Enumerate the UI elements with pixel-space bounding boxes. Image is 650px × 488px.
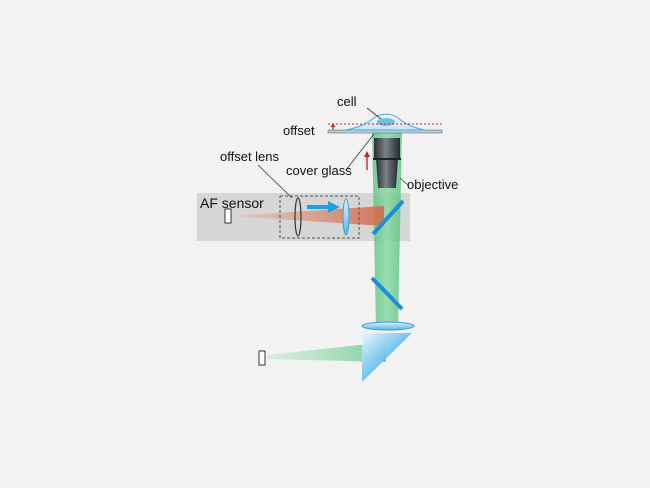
leader-offset-lens <box>257 164 293 199</box>
up-arrow-icon <box>364 151 370 170</box>
right-arrow-icon <box>307 201 340 213</box>
af-detector <box>224 208 232 224</box>
offset-lens-element <box>294 197 302 237</box>
label-objective: objective <box>407 177 458 192</box>
dichroic-mirror-lower <box>370 276 404 311</box>
offset-lens-box <box>279 195 360 239</box>
leader-cell <box>366 107 382 120</box>
image-detector <box>258 350 266 366</box>
objective <box>373 138 401 188</box>
reflecting-prism <box>362 333 412 382</box>
up-arrow-icon <box>330 123 336 130</box>
leader-cover-glass <box>345 133 375 171</box>
dichroic-mirror-upper <box>371 199 405 236</box>
offset-lens-movable <box>342 198 350 236</box>
label-offset-lens: offset lens <box>220 149 280 164</box>
leader-objective <box>399 177 409 186</box>
cell-nucleus <box>377 118 395 126</box>
label-cover-glass: cover glass <box>286 163 352 178</box>
label-offset: offset <box>283 123 315 138</box>
label-af-sensor: AF sensor <box>200 195 264 211</box>
tube-lens <box>361 321 415 331</box>
label-cell: cell <box>337 94 357 109</box>
green-beam-horizontal <box>268 342 386 362</box>
